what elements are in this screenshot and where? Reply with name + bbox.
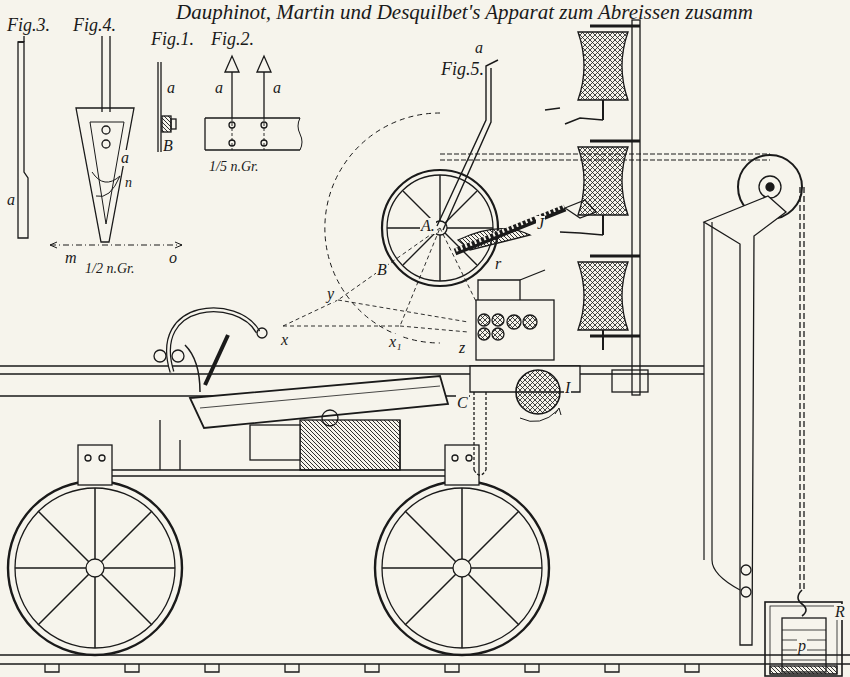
part-letter: I [564,380,571,396]
part-letter: o [168,250,178,266]
rails [0,366,850,672]
part-letter: C [456,395,469,411]
part-letter: J [536,216,545,232]
part-letter: y [326,286,335,302]
part-letter: A. [420,218,436,234]
part-letter: z [458,340,466,356]
construction-lines [283,228,490,332]
fig3-rod [18,36,28,238]
part-letter: a [272,80,282,96]
part-letter: a [214,80,224,96]
part-letter: m [64,250,78,266]
fig4-fork [50,36,182,248]
part-letter: 1/2 n.Gr. [84,262,135,276]
figure-label: Fig.3. [6,16,51,34]
figure-label: Fig.1. [150,30,195,48]
spring [455,200,596,252]
part-letter: B [376,262,388,278]
part-letter: p [797,638,807,654]
part-letter: r [494,256,502,272]
part-letter: a [474,40,484,56]
drafting-rollers [470,270,580,475]
part-letter: B [162,138,174,154]
chain-and-pulley [440,154,806,645]
bobbin-stand [545,20,648,395]
carriage [8,345,549,655]
fig2-front-view [205,56,302,150]
part-letter: x [280,332,289,348]
figure-label: Fig.5. [440,60,485,78]
weight-and-vessel [765,602,842,676]
part-letter: 1/5 n.Gr. [208,160,259,174]
part-letter: a [120,150,130,166]
part-letter: n [124,176,133,190]
plate-title: Dauphinot, Martin und Desquilbet's Appar… [176,1,753,24]
hook [154,310,267,385]
part-letter: R [834,604,846,620]
part-letter: x₁ [388,334,403,350]
part-letter: a [6,192,16,208]
figure-label: Fig.4. [72,16,117,34]
figure-label: Fig.2. [210,30,255,48]
part-letter: a [166,80,176,96]
